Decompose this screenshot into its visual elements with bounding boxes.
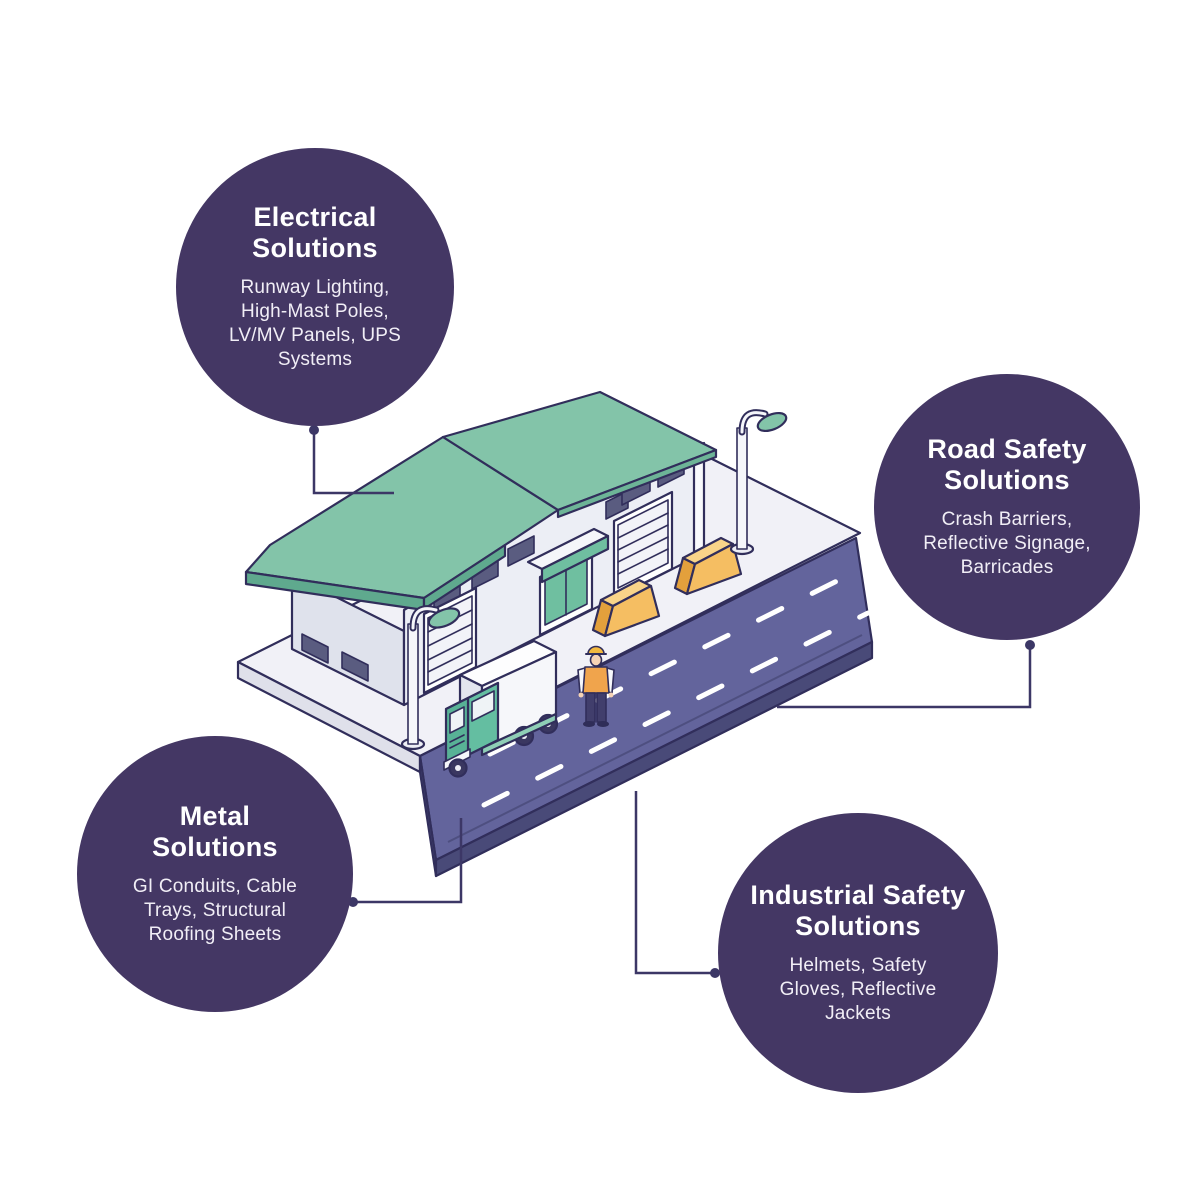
traffic-barricade [591,578,661,638]
bubble-title: Road Safety Solutions [927,434,1086,497]
bubble-title-line: Metal [179,801,251,831]
connector-road-safety [777,645,1032,709]
street-lamp [400,605,461,751]
bubble-title: Industrial Safety Solutions [750,880,965,943]
bubble-title-line: Solutions [944,465,1070,496]
street-lamp [729,409,788,556]
bubble-body-line: Systems [277,348,353,370]
connector-lines [309,425,1035,978]
bubble-body: Crash Barriers, Reflective Signage, Barr… [923,508,1091,580]
bubble-title-line: Industrial Safety [750,880,966,910]
bubble-title-line: Electrical [253,201,377,232]
construction-worker [577,645,615,727]
connector-industrial-safety [634,791,715,975]
bubble-body-line: Trays, Structural [143,899,287,921]
bubble-body-line: High-Mast Poles, [241,300,389,322]
lane-marking [481,610,871,808]
bubble-title-line: Solutions [152,832,278,863]
bubble-title: Electrical Solutions [252,202,378,265]
bubble-title-line: Solutions [795,911,921,942]
lamp-head [427,607,461,629]
safety-vest [582,666,610,694]
roller-shutter-door [612,490,674,600]
entrance [526,527,610,637]
bubble-body-line: GI Conduits, Cable [132,875,298,897]
bubble-metal-solutions: Metal Solutions GI Conduits, Cable Trays… [77,736,353,1012]
bubble-body-line: Reflective Signage, [923,532,1091,554]
window [301,633,329,664]
bubble-body-line: Crash Barriers, [941,508,1073,530]
bubble-body-line: Barricades [960,556,1054,578]
bubble-body-line: LV/MV Panels, UPS [228,324,401,346]
delivery-truck [443,639,559,778]
bubble-body-line: Roofing Sheets [148,923,282,945]
bubble-body-line: Helmets, Safety [789,954,927,976]
warehouse-building [244,390,718,707]
traffic-barricade [673,536,743,596]
bubble-body: Helmets, Safety Gloves, Reflective Jacke… [780,954,937,1026]
safety-helmet [587,645,605,655]
connector-electrical [312,430,394,495]
bubble-road-safety-solutions: Road Safety Solutions Crash Barriers, Re… [874,374,1140,640]
bubble-title-line: Solutions [252,233,378,264]
bubble-industrial-safety-solutions: Industrial Safety Solutions Helmets, Saf… [718,813,998,1093]
bubble-title-line: Road Safety [927,434,1087,464]
bubble-title: Metal Solutions [152,801,278,864]
lamp-head [756,411,788,433]
bubble-body: GI Conduits, Cable Trays, Structural Roo… [133,875,297,947]
connector-metal [353,818,463,904]
bubble-body: Runway Lighting, High-Mast Poles, LV/MV … [229,276,401,373]
window [341,651,369,682]
bubble-body-line: Runway Lighting, [240,276,390,298]
bubble-body-line: Gloves, Reflective [779,978,937,1000]
bubble-body-line: Jackets [825,1002,891,1024]
bubble-electrical-solutions: Electrical Solutions Runway Lighting, Hi… [176,148,454,426]
